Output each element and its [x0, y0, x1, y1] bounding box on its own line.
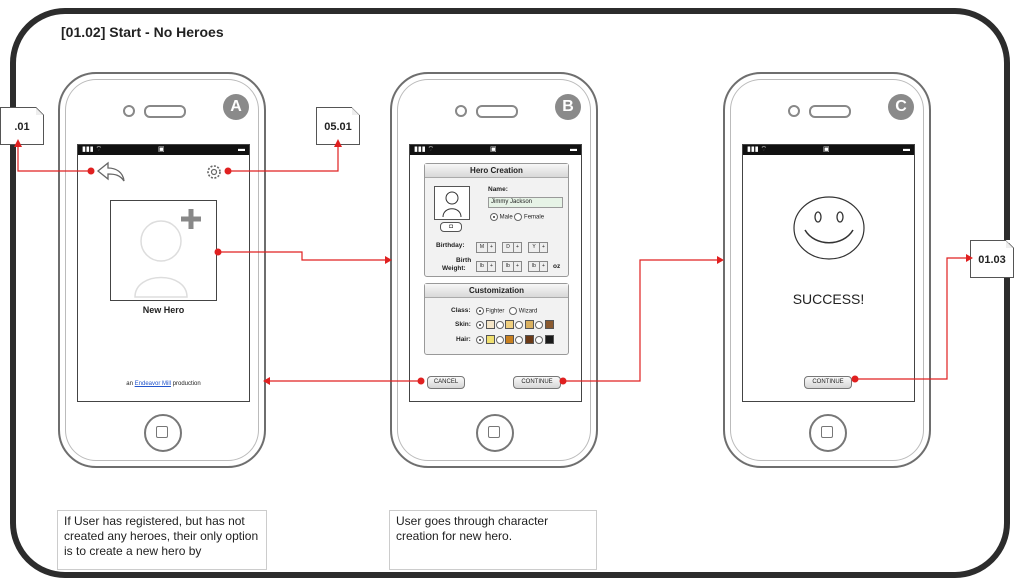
camera-icon	[788, 105, 800, 117]
screen-c: ▮▮▮ ⌔▣▬ SUCCESS! CONTINUE	[742, 144, 915, 402]
color-swatch[interactable]	[525, 320, 535, 329]
swatch-radio[interactable]	[515, 320, 524, 329]
birthday-label: Birthday:	[436, 242, 465, 249]
status-bar: ▮▮▮ ⌔▣▬	[78, 145, 249, 155]
speaker-icon	[144, 105, 186, 118]
radio-female[interactable]	[514, 213, 523, 221]
class-label: Class:	[451, 307, 471, 314]
month-stepper[interactable]: +	[487, 242, 496, 253]
continue-button-c[interactable]: CONTINUE	[804, 376, 852, 389]
portrait-box[interactable]	[434, 186, 470, 220]
name-input[interactable]: Jimmy Jackson	[488, 197, 563, 208]
new-hero-label: New Hero	[142, 305, 185, 315]
status-bar: ▮▮▮ ⌔▣▬	[410, 145, 581, 155]
customization-panel: Customization Class: Fighter Wizard Skin…	[424, 283, 569, 355]
page-title: [01.02] Start - No Heroes	[61, 24, 224, 40]
swatch-radio[interactable]	[515, 335, 524, 344]
screen-b: ▮▮▮ ⌔▣▬ Hero Creation ◘ Name: Jimmy Jack…	[409, 144, 582, 402]
credit-post: production	[172, 381, 201, 387]
color-swatch[interactable]	[485, 320, 495, 329]
hero-creation-header: Hero Creation	[425, 164, 568, 178]
birth-weight-label-1: Birth	[456, 257, 472, 264]
phone-c: C ▮▮▮ ⌔▣▬ SUCCESS! CONTINUE	[723, 72, 931, 468]
avatar-icon	[442, 191, 462, 218]
credit-pre: an	[126, 381, 133, 387]
camera-button[interactable]: ◘	[440, 222, 462, 232]
class-radio-group[interactable]: Fighter Wizard	[476, 307, 537, 315]
smiley-icon	[793, 196, 865, 260]
avatar-placeholder-icon	[134, 209, 201, 298]
note-a: If User has registered, but has not crea…	[57, 510, 267, 570]
color-swatch[interactable]	[544, 335, 554, 344]
color-swatch[interactable]	[505, 335, 515, 344]
year-stepper[interactable]: +	[539, 242, 548, 253]
continue-button[interactable]: CONTINUE	[513, 376, 561, 389]
wizard-label: Wizard	[518, 308, 538, 315]
doc-ref-left[interactable]: .01	[0, 107, 44, 145]
radio-wizard[interactable]	[509, 307, 518, 315]
status-bar: ▮▮▮ ⌔▣▬	[743, 145, 914, 155]
skin-label: Skin:	[455, 321, 471, 328]
weight-unit: oz	[553, 263, 561, 270]
swatch-radio[interactable]	[495, 320, 504, 329]
female-label: Female	[524, 214, 545, 221]
radio-male[interactable]	[490, 213, 498, 221]
phone-b: B ▮▮▮ ⌔▣▬ Hero Creation ◘ Name: Jimmy Ja…	[390, 72, 598, 468]
cancel-button[interactable]: CANCEL	[427, 376, 465, 389]
gender-radio-group[interactable]: Male Female	[490, 213, 544, 221]
camera-icon	[123, 105, 135, 117]
badge-a: A	[223, 94, 249, 120]
day-stepper[interactable]: +	[513, 242, 522, 253]
weight-stepper-3[interactable]: +	[539, 261, 548, 272]
note-b: User goes through character creation for…	[389, 510, 597, 570]
home-button[interactable]	[144, 414, 182, 452]
hero-creation-panel: Hero Creation ◘ Name: Jimmy Jackson Male…	[424, 163, 569, 277]
swatch-radio[interactable]	[495, 335, 504, 344]
color-swatch[interactable]	[485, 335, 495, 344]
gear-icon[interactable]	[205, 163, 223, 181]
hair-label: Hair:	[456, 336, 471, 343]
credit-link[interactable]: Endeavor Mill	[134, 381, 171, 387]
swatch-radio[interactable]	[535, 335, 544, 344]
home-button[interactable]	[809, 414, 847, 452]
weight-stepper-1[interactable]: +	[487, 261, 496, 272]
back-arrow-icon[interactable]	[96, 161, 126, 183]
credit-line: an Endeavor Mill production	[78, 381, 249, 387]
swatch-radio[interactable]	[476, 320, 484, 329]
weight-stepper-2[interactable]: +	[513, 261, 522, 272]
speaker-icon	[476, 105, 518, 118]
name-label: Name:	[488, 186, 508, 193]
radio-fighter[interactable]	[476, 307, 484, 315]
customization-header: Customization	[425, 284, 568, 298]
doc-ref-settings[interactable]: 05.01	[316, 107, 360, 145]
doc-ref-next[interactable]: 01.03	[970, 240, 1014, 278]
fighter-label: Fighter	[485, 308, 505, 315]
hair-swatches[interactable]	[476, 335, 555, 344]
speaker-icon	[809, 105, 851, 118]
camera-icon	[455, 105, 467, 117]
skin-swatches[interactable]	[476, 320, 555, 329]
screen-a: ▮▮▮ ⌔▣▬ New Hero an Endeavor Mill produc…	[77, 144, 250, 402]
home-button[interactable]	[476, 414, 514, 452]
badge-c: C	[888, 94, 914, 120]
badge-b: B	[555, 94, 581, 120]
color-swatch[interactable]	[544, 320, 554, 329]
color-swatch[interactable]	[505, 320, 515, 329]
swatch-radio[interactable]	[476, 335, 484, 344]
success-message: SUCCESS!	[792, 291, 865, 307]
swatch-radio[interactable]	[535, 320, 544, 329]
new-hero-slot[interactable]	[110, 200, 217, 301]
male-label: Male	[499, 214, 513, 221]
color-swatch[interactable]	[525, 335, 535, 344]
birth-weight-label-2: Weight:	[442, 265, 466, 272]
phone-a: A ▮▮▮ ⌔▣▬ New Hero an Endeavor Mill prod…	[58, 72, 266, 468]
